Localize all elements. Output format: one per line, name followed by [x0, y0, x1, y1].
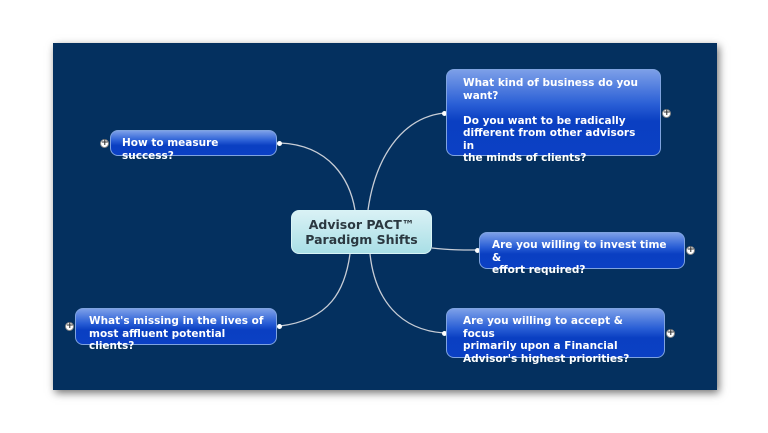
topic-text: most affluent potential clients?: [89, 327, 226, 353]
expand-plus-icon[interactable]: +: [100, 138, 109, 148]
topic-text: What kind of business do you: [463, 77, 638, 89]
topic-text: want?: [463, 89, 499, 102]
connector-invest: [431, 247, 478, 251]
connector-missing: [279, 253, 351, 327]
topic-text: Advisor's highest priorities?: [463, 352, 630, 365]
topic-text: Are you willing to invest time &: [492, 239, 667, 264]
central-topic-line: Paradigm Shifts: [305, 232, 418, 247]
connector-dot: [277, 324, 282, 329]
connector-dot: [475, 248, 480, 253]
expand-plus-icon[interactable]: +: [65, 321, 74, 331]
topic-kind-of-business[interactable]: What kind of business do you want? Do yo…: [446, 69, 661, 164]
topic-text: the minds of clients?: [463, 152, 587, 164]
topic-whats-missing[interactable]: What's missing in the lives of most affl…: [75, 308, 277, 352]
expand-plus-icon[interactable]: +: [666, 328, 675, 338]
topic-text: How to measure success?: [122, 137, 219, 162]
expand-plus-icon[interactable]: +: [662, 108, 671, 118]
topic-measure-success[interactable]: How to measure success?: [110, 130, 277, 162]
connector-dot: [442, 111, 447, 116]
topic-text: What's missing in the lives of: [89, 315, 264, 327]
central-topic-line: Advisor PACT™: [308, 217, 415, 232]
expand-plus-icon[interactable]: +: [686, 245, 695, 255]
connector-business: [367, 112, 445, 211]
topic-text: effort required?: [492, 264, 586, 276]
central-topic[interactable]: Advisor PACT™ Paradigm Shifts: [291, 210, 432, 254]
topic-text: different from other advisors in: [463, 127, 636, 152]
topic-text: Do you want to be radically: [463, 114, 626, 127]
topic-invest-time[interactable]: Are you willing to invest time & effort …: [479, 232, 685, 276]
connector-accept: [369, 253, 445, 334]
connector-measure-success: [279, 142, 356, 211]
connector-dot: [442, 331, 447, 336]
spacer: [463, 102, 650, 115]
connector-dot: [277, 141, 282, 146]
topic-accept-focus[interactable]: Are you willing to accept & focus primar…: [446, 308, 665, 365]
topic-text: primarily upon a Financial: [463, 340, 618, 352]
topic-text: Are you willing to accept & focus: [463, 315, 623, 340]
